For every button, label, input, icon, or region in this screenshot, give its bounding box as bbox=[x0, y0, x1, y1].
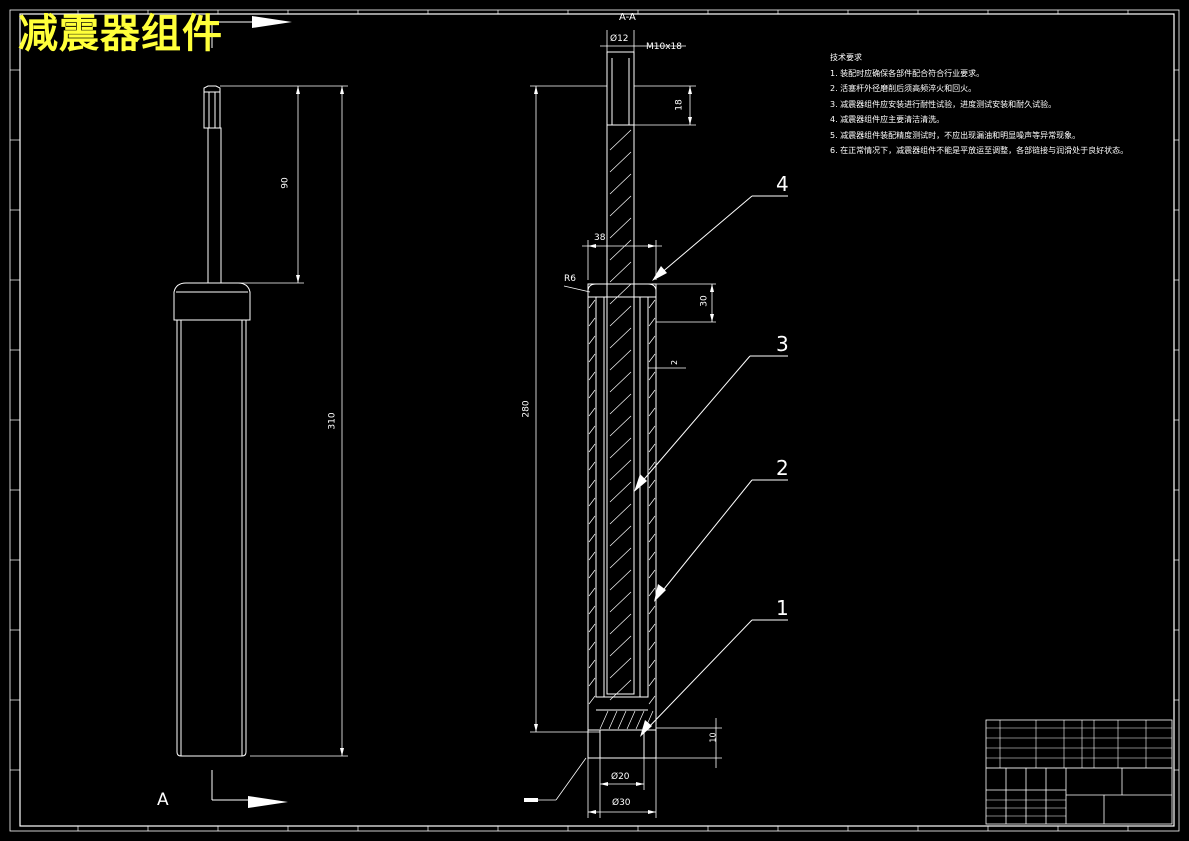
dim-inner-diameter: Ø20 bbox=[611, 772, 630, 782]
tech-heading: 技术要求 bbox=[830, 53, 862, 62]
dimension-arrows bbox=[534, 86, 714, 814]
technical-requirements: 技术要求 1. 装配时应确保各部件配合符合行业要求。 2. 活塞杆外径磨削后须高… bbox=[830, 50, 1160, 159]
dim-thread: M10x18 bbox=[646, 42, 682, 52]
tech-item: 2. 活塞杆外径磨削后须高频淬火和回火。 bbox=[830, 84, 977, 93]
tech-item: 3. 减震器组件应安装进行耐性试验，进度测试安装和耐久试验。 bbox=[830, 99, 1057, 109]
dim-thread-length: 18 bbox=[674, 99, 685, 111]
view-label: A bbox=[157, 790, 169, 810]
parts-list bbox=[986, 720, 1172, 817]
balloon-1: 1 bbox=[776, 596, 789, 620]
section-hatching bbox=[588, 129, 656, 730]
drawing-title: 减震器组件 bbox=[18, 11, 223, 57]
section-label: A-A bbox=[619, 12, 636, 23]
tech-item: 1. 装配时应确保各部件配合符合行业要求。 bbox=[830, 68, 985, 78]
view-arrowhead-bottom bbox=[248, 796, 288, 808]
section-dimensions bbox=[526, 30, 722, 818]
part-leaders bbox=[639, 195, 788, 731]
tech-item: 5. 减震器组件装配精度测试时，不应出现漏油和明显噪声等异常现象。 bbox=[830, 130, 1081, 140]
view-arrowhead-top bbox=[252, 16, 292, 28]
dim-cap-width: 38 bbox=[594, 233, 606, 243]
base-tag bbox=[524, 798, 538, 802]
dim-fillet-radius: R6 bbox=[564, 274, 576, 284]
exterior-dimensions bbox=[220, 85, 348, 757]
part-leader-arrows bbox=[634, 266, 667, 737]
dim-section-height: 280 bbox=[521, 400, 532, 418]
frame-ticks bbox=[10, 10, 1179, 831]
balloon-3: 3 bbox=[776, 332, 789, 356]
dim-rod-stroke: 90 bbox=[280, 177, 291, 189]
dim-bottom-offset: 10 bbox=[708, 732, 718, 743]
balloon-4: 4 bbox=[776, 172, 789, 196]
dim-rod-diameter: Ø12 bbox=[610, 34, 629, 44]
shock-absorber-section-view bbox=[587, 51, 657, 759]
shock-absorber-exterior-view bbox=[173, 85, 251, 757]
dim-cap-height: 30 bbox=[699, 295, 710, 307]
dim-wall-thickness: 2 bbox=[670, 359, 680, 366]
balloon-2: 2 bbox=[776, 456, 789, 480]
tech-item: 6. 在正常情况下，减震器组件不能是平放运至调整，各部链接与润滑处于良好状态。 bbox=[830, 146, 1129, 155]
title-block bbox=[985, 719, 1173, 825]
view-arrow-bottom bbox=[211, 770, 262, 801]
tech-item: 4. 减震器组件应主要清洁清洗。 bbox=[830, 115, 945, 124]
dim-outer-diameter: Ø30 bbox=[612, 798, 631, 808]
dim-total-height: 310 bbox=[327, 412, 338, 430]
